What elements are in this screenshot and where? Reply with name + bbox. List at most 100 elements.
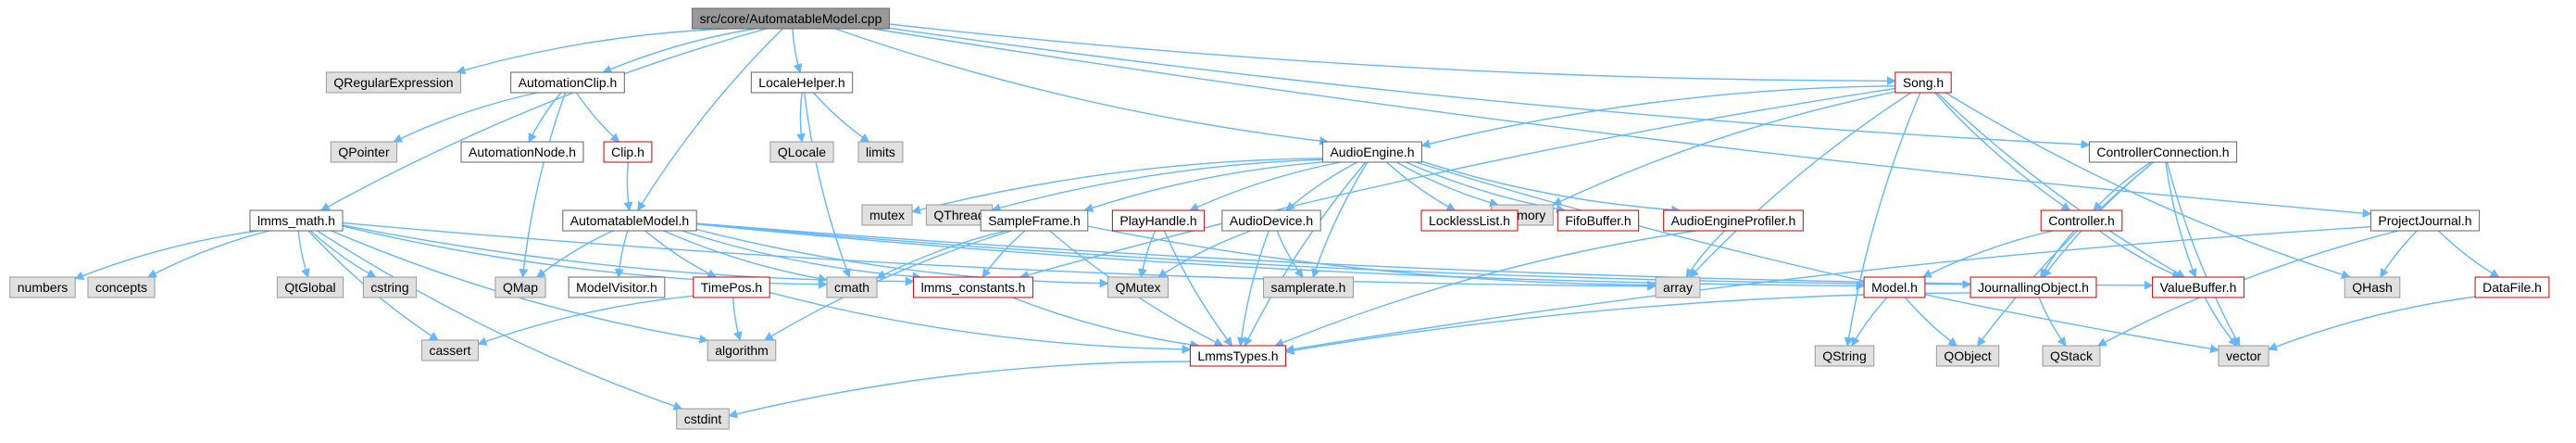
node-lmms-types-h[interactable]: LmmsTypes.h <box>1189 345 1287 367</box>
edge-audio-engine-h-to-audio-device-h <box>1285 161 1358 211</box>
node-box <box>1321 141 1423 163</box>
node-lmms-math-h[interactable]: lmms_math.h <box>249 209 344 232</box>
node-qstack[interactable]: QStack <box>2042 345 2101 367</box>
node-mutex[interactable]: mutex <box>861 204 913 226</box>
edge-project-journal-h-to-qhash <box>2380 230 2418 278</box>
node-automatable-model-h[interactable]: AutomatableModel.h <box>562 209 697 232</box>
node-label: AutomationClip.h <box>519 75 618 90</box>
node-qmutex[interactable]: QMutex <box>1107 276 1169 298</box>
node-box <box>276 276 344 298</box>
node-audio-engine-h[interactable]: AudioEngine.h <box>1321 141 1423 163</box>
node-audio-device-h[interactable]: AudioDevice.h <box>1221 209 1321 232</box>
edge-audio-engine-h-to-play-handle-h <box>1189 161 1341 211</box>
node-label: ControllerConnection.h <box>2096 145 2229 159</box>
node-song-h[interactable]: Song.h <box>1894 71 1952 94</box>
node-label: JournallingObject.h <box>1978 280 2089 295</box>
node-automatable-model-cpp[interactable]: src/core/AutomatableModel.cpp <box>692 7 890 30</box>
node-label: Model.h <box>1871 280 1918 295</box>
node-qlocale[interactable]: QLocale <box>769 141 834 163</box>
edge-automatable-model-cpp-to-automation-clip-h <box>602 28 756 74</box>
node-box <box>826 276 878 298</box>
edge-audio-engine-h-to-lockless-list-h <box>1386 161 1457 211</box>
node-label: LmmsTypes.h <box>1197 348 1278 363</box>
node-qmap[interactable]: QMap <box>494 276 546 298</box>
node-box <box>1263 276 1354 298</box>
node-label: QPointer <box>338 145 390 159</box>
node-vector[interactable]: vector <box>2218 345 2270 367</box>
node-model-h[interactable]: Model.h <box>1863 276 1926 298</box>
node-qstring[interactable]: QString <box>1814 345 1875 367</box>
edge-lmms-math-h-to-qt-global <box>297 230 310 278</box>
node-algorithm[interactable]: algorithm <box>707 339 777 361</box>
node-box <box>692 7 890 30</box>
node-numbers[interactable]: numbers <box>9 276 76 298</box>
edge-sample-frame-h-to-array <box>1087 225 1657 290</box>
node-box <box>330 141 398 163</box>
node-label: QLocale <box>778 145 826 159</box>
node-controller-h[interactable]: Controller.h <box>2040 209 2123 232</box>
node-box <box>249 209 344 232</box>
node-qthread[interactable]: QThread <box>925 204 994 226</box>
node-box <box>2370 209 2481 232</box>
node-cstdint[interactable]: cstdint <box>676 408 730 430</box>
node-automation-clip-h[interactable]: AutomationClip.h <box>510 71 625 94</box>
node-fifo-buffer-h[interactable]: FifoBuffer.h <box>1557 209 1640 232</box>
node-label: cstring <box>370 280 408 295</box>
node-layer: src/core/AutomatableModel.cppQRegularExp… <box>9 7 2550 430</box>
node-sample-frame-h[interactable]: SampleFrame.h <box>980 209 1089 232</box>
node-cassert[interactable]: cassert <box>420 339 480 361</box>
node-journalling-object-h[interactable]: JournallingObject.h <box>1970 276 2097 298</box>
node-box <box>1420 209 1519 232</box>
edge-audio-engine-h-to-mutex <box>911 158 1323 215</box>
node-label: Clip.h <box>611 145 644 159</box>
node-label: lmms_math.h <box>257 213 335 228</box>
node-box <box>861 204 913 226</box>
edge-sample-frame-h-to-cmath <box>876 230 1007 279</box>
node-project-journal-h[interactable]: ProjectJournal.h <box>2370 209 2481 232</box>
node-qobject[interactable]: QObject <box>1935 345 2000 367</box>
node-concepts[interactable]: concepts <box>87 276 156 298</box>
node-box <box>494 276 546 298</box>
node-label: ModelVisitor.h <box>576 280 657 295</box>
edge-controller-connection-h-to-value-buffer-h <box>2165 161 2197 278</box>
node-clip-h[interactable]: Clip.h <box>603 141 653 163</box>
node-locale-helper-h[interactable]: LocaleHelper.h <box>750 71 854 94</box>
node-cstring[interactable]: cstring <box>362 276 418 298</box>
edge-song-h-to-qhash <box>1945 92 2351 279</box>
node-lmms-constants-h[interactable]: lmms_constants.h <box>913 276 1033 298</box>
node-limits[interactable]: limits <box>857 141 904 163</box>
edge-song-h-to-audio-engine-h <box>1420 85 1895 148</box>
node-value-buffer-h[interactable]: ValueBuffer.h <box>2152 276 2245 298</box>
edge-time-pos-h-to-lmms-types-h <box>769 291 1192 354</box>
edge-automatable-model-h-to-journalling-object-h <box>696 222 1972 289</box>
edge-sample-frame-h-to-algorithm <box>763 230 1012 341</box>
node-qregular-expression[interactable]: QRegularExpression <box>325 71 462 94</box>
node-data-file-h[interactable]: DataFile.h <box>2474 276 2550 298</box>
edge-automatable-model-cpp-to-song-h <box>889 23 1896 86</box>
node-array[interactable]: array <box>1655 276 1701 298</box>
node-time-pos-h[interactable]: TimePos.h <box>693 276 770 298</box>
node-cmath[interactable]: cmath <box>826 276 878 298</box>
node-play-handle-h[interactable]: PlayHandle.h <box>1111 209 1206 232</box>
node-automation-node-h[interactable]: AutomationNode.h <box>460 141 584 163</box>
node-box <box>1655 276 1701 298</box>
edge-audio-engine-h-to-vector <box>1415 161 2220 354</box>
node-box <box>913 276 1033 298</box>
node-lockless-list-h[interactable]: LocklessList.h <box>1420 209 1519 232</box>
node-qt-global[interactable]: QtGlobal <box>276 276 344 298</box>
node-samplerate-h[interactable]: samplerate.h <box>1263 276 1354 298</box>
node-box <box>707 339 777 361</box>
edge-lmms-math-h-to-cstring <box>309 230 377 278</box>
edge-journalling-object-h-to-lmms-types-h <box>1284 292 1971 355</box>
node-label: QHash <box>2352 280 2393 295</box>
node-qpointer[interactable]: QPointer <box>330 141 398 163</box>
node-model-visitor-h[interactable]: ModelVisitor.h <box>568 276 666 298</box>
node-controller-connection-h[interactable]: ControllerConnection.h <box>2088 141 2238 163</box>
node-label: LocklessList.h <box>1429 213 1510 228</box>
node-qhash[interactable]: QHash <box>2344 276 2401 298</box>
edge-automatable-model-cpp-to-qregular-expression <box>456 28 728 75</box>
edge-automation-clip-h-to-qmap <box>519 92 567 278</box>
node-label: AudioDevice.h <box>1230 213 1313 228</box>
node-audio-engine-profiler-h[interactable]: AudioEngineProfiler.h <box>1663 209 1804 232</box>
